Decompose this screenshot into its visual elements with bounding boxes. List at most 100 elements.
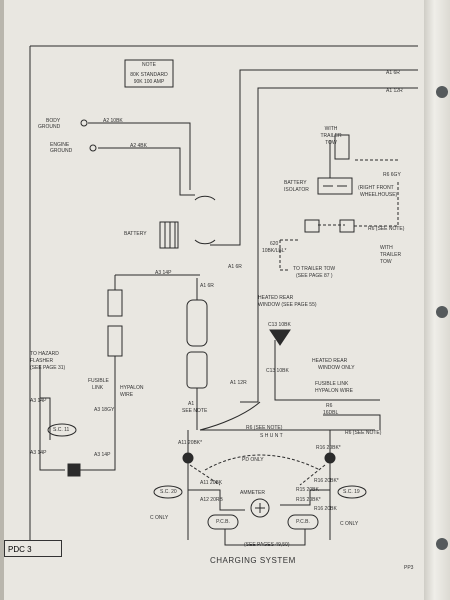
label: TOW xyxy=(380,259,392,265)
connector-left-top xyxy=(107,289,123,317)
label: A2 4BK xyxy=(130,143,147,149)
label: 620 xyxy=(270,241,279,247)
note-line: 80K STANDARD xyxy=(130,72,168,78)
section-box: PDC 3 xyxy=(4,540,62,557)
label: WINDOW (SEE PAGE 55) xyxy=(258,302,317,308)
sc20-tag xyxy=(153,485,183,499)
engine-ground-symbol xyxy=(89,144,97,152)
wire-a1-6r xyxy=(239,69,418,108)
label: TO HAZARD xyxy=(30,351,59,357)
label: WITH xyxy=(324,126,338,132)
note-box xyxy=(124,59,174,88)
label: BATTERY xyxy=(284,180,307,186)
wire-hazard-flasher xyxy=(39,365,65,471)
sc19-tag xyxy=(337,485,367,499)
label: WINDOW ONLY xyxy=(318,365,355,371)
body-ground-symbol xyxy=(80,119,88,127)
note-line: 90K 100 AMP xyxy=(133,79,165,85)
label: R16 20BK* xyxy=(314,478,339,484)
wire-a3-18gy xyxy=(80,356,116,471)
label: (SEE PAGES 49,50) xyxy=(244,542,290,548)
label: WIRE xyxy=(120,392,134,398)
label: A1 12R xyxy=(386,88,403,94)
label: LINK xyxy=(92,385,104,391)
isolator-connector-right xyxy=(339,219,355,233)
label: C13 10BK xyxy=(266,368,289,374)
sc11-tag xyxy=(47,423,77,437)
label: HYPALON WIRE xyxy=(315,388,353,394)
label: (SEE PAGE 87 ) xyxy=(296,273,333,279)
label: GROUND xyxy=(38,124,61,130)
label: R16 20BK* xyxy=(316,445,341,451)
label: HEATED REAR xyxy=(312,358,348,364)
binder-hole xyxy=(436,306,448,318)
label: ENGINE xyxy=(50,142,70,148)
label: A1 6R xyxy=(386,70,400,76)
label: TRAILER xyxy=(380,252,402,258)
label: A3 14P xyxy=(155,270,172,276)
label: TOW xyxy=(325,140,337,146)
label: 16DBL xyxy=(323,410,339,416)
label: (RIGHT FRONT xyxy=(358,185,394,191)
label: A3 14P xyxy=(94,452,111,458)
label: TRAILER xyxy=(320,133,342,139)
label: R15 20BK xyxy=(296,487,319,493)
note-title: NOTE xyxy=(142,62,156,68)
label: A2 10BK xyxy=(103,118,123,124)
label: A11 20BK xyxy=(200,480,223,486)
label: A1 xyxy=(188,401,195,407)
label: R6 (SEE NOTE) xyxy=(368,226,405,232)
wire-a1-6r-mid xyxy=(210,108,241,246)
label: HEATED REAR xyxy=(258,295,294,301)
wire-engine-ground xyxy=(98,147,195,196)
label: HYPALON xyxy=(120,385,144,391)
wire-a1-12r xyxy=(257,87,418,108)
label: A3 14P xyxy=(30,398,47,404)
label: GROUND xyxy=(50,148,73,154)
label: R15 20BK* xyxy=(296,497,321,503)
label: A3 18GY xyxy=(94,407,115,413)
label: BODY xyxy=(46,118,61,124)
label: AMMETER xyxy=(240,490,265,496)
label: FLASHER xyxy=(30,358,54,364)
manual-page xyxy=(4,0,424,600)
label: PD ONLY xyxy=(242,457,264,463)
isolator-connector-left xyxy=(304,219,320,233)
label: TO TRAILER TOW xyxy=(293,266,336,272)
label: FUSIBLE xyxy=(88,378,109,384)
label: (SEE PAGE 31) xyxy=(30,365,66,371)
page-curl xyxy=(424,0,450,600)
connector-left-bottom xyxy=(107,325,123,357)
pcb-right xyxy=(287,514,319,530)
label: WITH xyxy=(380,245,393,251)
label: C13 10BK xyxy=(268,322,291,328)
wire-a1-12r-low xyxy=(240,108,259,403)
label: R6 6GY xyxy=(383,172,401,178)
label: S.C. 19 xyxy=(343,489,360,495)
pcb-left-label: P.C.B. xyxy=(216,519,230,525)
label: R6 xyxy=(326,403,333,409)
wire-c13-10bk xyxy=(274,340,380,401)
label: A11 20BK* xyxy=(178,440,203,446)
label: 10BK/LBL* xyxy=(262,248,287,254)
label: R16 20BK xyxy=(314,506,337,512)
label: BATTERY xyxy=(124,231,147,237)
page-code: PP3 xyxy=(404,565,414,571)
label: A12 20RB xyxy=(200,497,223,503)
label: R6 (SEE NOTE) xyxy=(246,425,283,431)
fuse-link-bottom xyxy=(186,351,208,389)
pcb-right-label: P.C.B. xyxy=(296,519,310,525)
label: FUSIBLE LINK xyxy=(315,381,349,387)
label: A1 6R xyxy=(228,264,242,270)
fuse-link-top xyxy=(186,299,208,347)
label: A3 14P xyxy=(30,450,47,456)
label: A1 6R xyxy=(200,283,214,289)
label: C ONLY xyxy=(340,521,359,527)
battery-isolator xyxy=(317,177,353,195)
label: C ONLY xyxy=(150,515,169,521)
page-title: CHARGING SYSTEM xyxy=(210,556,296,565)
label: S H U N T xyxy=(260,433,283,439)
ammeter-symbol xyxy=(250,498,270,518)
pcb-left xyxy=(207,514,239,530)
